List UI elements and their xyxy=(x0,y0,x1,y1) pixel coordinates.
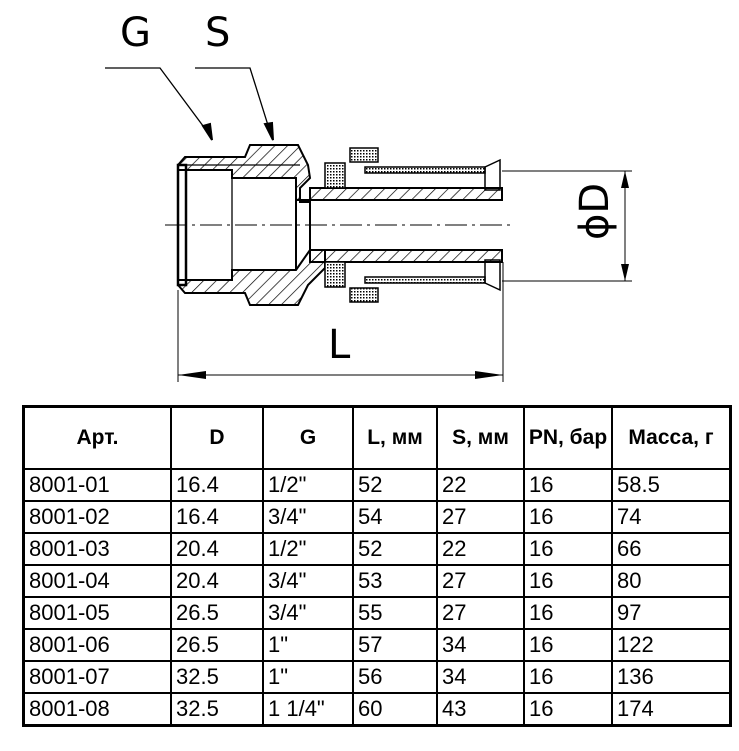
cell-d: 16.4 xyxy=(170,500,264,534)
cell-l: 53 xyxy=(352,564,438,598)
cell-mass: 122 xyxy=(611,628,732,662)
s-leader xyxy=(195,67,274,141)
cell-pn: 16 xyxy=(523,468,613,502)
cell-art: 8001-07 xyxy=(22,660,172,694)
cell-l: 56 xyxy=(352,660,438,694)
cell-l: 60 xyxy=(352,692,438,727)
label-l: L xyxy=(328,322,351,368)
header-d: D xyxy=(170,405,264,470)
cell-pn: 16 xyxy=(523,500,613,534)
cell-art: 8001-06 xyxy=(22,628,172,662)
cell-mass: 74 xyxy=(611,500,732,534)
cell-mass: 80 xyxy=(611,564,732,598)
cell-g: 1/2" xyxy=(262,532,354,566)
cell-s: 27 xyxy=(436,500,525,534)
cell-s: 34 xyxy=(436,628,525,662)
table-header-row: Арт. D G L, мм S, мм PN, бар Масса, г xyxy=(22,405,732,470)
cell-art: 8001-05 xyxy=(22,596,172,630)
cell-l: 52 xyxy=(352,532,438,566)
cell-mass: 66 xyxy=(611,532,732,566)
cell-g: 1" xyxy=(262,628,354,662)
cell-d: 32.5 xyxy=(170,660,264,694)
cell-s: 34 xyxy=(436,660,525,694)
body-lower-section xyxy=(177,249,326,306)
cell-pn: 16 xyxy=(523,564,613,598)
cell-art: 8001-02 xyxy=(22,500,172,534)
cell-s: 27 xyxy=(436,596,525,630)
cell-art: 8001-08 xyxy=(22,692,172,727)
cell-g: 1 1/4" xyxy=(262,692,354,727)
cell-g: 1/2" xyxy=(262,468,354,502)
cell-art: 8001-03 xyxy=(22,532,172,566)
cell-g: 3/4" xyxy=(262,596,354,630)
label-phi-d: ϕD xyxy=(572,183,618,240)
fitting-drawing: G S L ϕD xyxy=(105,10,632,382)
cell-art: 8001-04 xyxy=(22,564,172,598)
specs-table: Арт. D G L, мм S, мм PN, бар Масса, г 80… xyxy=(22,405,732,727)
cell-pn: 16 xyxy=(523,596,613,630)
cell-s: 27 xyxy=(436,564,525,598)
cell-mass: 97 xyxy=(611,596,732,630)
nut-upper xyxy=(324,162,346,189)
header-pn: PN, бар xyxy=(523,405,613,470)
cell-l: 54 xyxy=(352,500,438,534)
cell-mass: 136 xyxy=(611,660,732,694)
cell-pn: 16 xyxy=(523,692,613,727)
cell-d: 16.4 xyxy=(170,468,264,502)
cell-s: 22 xyxy=(436,468,525,502)
cell-pn: 16 xyxy=(523,660,613,694)
header-g: G xyxy=(262,405,354,470)
cell-l: 55 xyxy=(352,596,438,630)
cell-d: 20.4 xyxy=(170,532,264,566)
sleeve-lower xyxy=(364,276,486,284)
cell-mass: 58.5 xyxy=(611,468,732,502)
header-art: Арт. xyxy=(22,405,172,470)
cell-s: 43 xyxy=(436,692,525,727)
cell-pn: 16 xyxy=(523,532,613,566)
sleeve-upper xyxy=(364,166,486,174)
cell-mass: 174 xyxy=(611,692,732,727)
cell-g: 3/4" xyxy=(262,500,354,534)
g-leader xyxy=(105,67,213,141)
header-s: S, мм xyxy=(436,405,525,470)
cell-pn: 16 xyxy=(523,628,613,662)
cell-g: 3/4" xyxy=(262,564,354,598)
label-g: G xyxy=(120,10,151,56)
cell-art: 8001-01 xyxy=(22,468,172,502)
cell-l: 57 xyxy=(352,628,438,662)
body-upper-section xyxy=(177,144,312,203)
cell-d: 20.4 xyxy=(170,564,264,598)
cell-l: 52 xyxy=(352,468,438,502)
tube-lower xyxy=(309,249,503,263)
tube-upper xyxy=(309,187,503,201)
header-l: L, мм xyxy=(352,405,438,470)
label-s: S xyxy=(205,10,230,56)
cell-d: 26.5 xyxy=(170,628,264,662)
cell-d: 26.5 xyxy=(170,596,264,630)
header-mass: Масса, г xyxy=(611,405,732,470)
cell-s: 22 xyxy=(436,532,525,566)
cell-g: 1" xyxy=(262,660,354,694)
cell-d: 32.5 xyxy=(170,692,264,727)
nut-lower xyxy=(324,261,346,288)
